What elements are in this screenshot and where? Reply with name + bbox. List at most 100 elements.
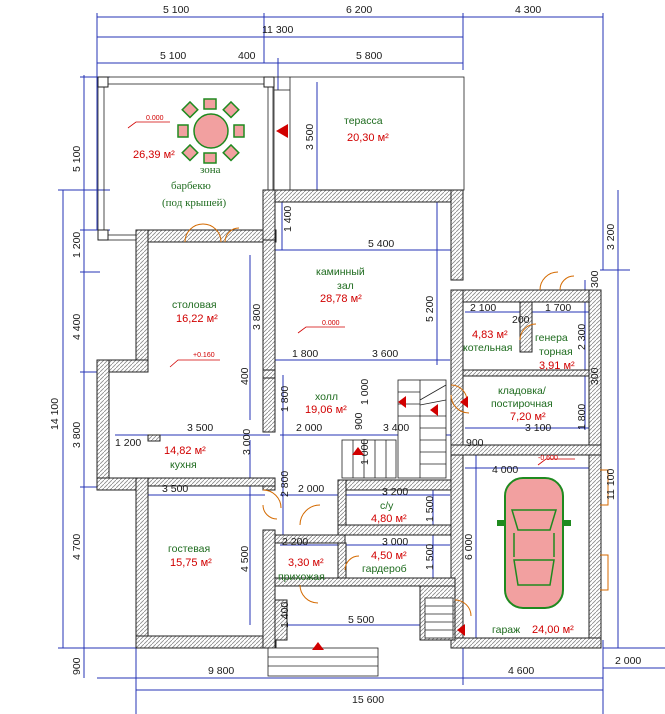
dim-int-7: 200 [512,314,530,326]
dim-int-22: 900 [466,437,484,449]
dim-int-8: 3 800 [251,304,263,330]
dim-left-total: 14 100 [49,398,61,430]
dim-int-3: 5 400 [368,238,394,250]
dim-left-3: 4 400 [71,314,83,340]
dim-int-34: 1 400 [279,602,291,628]
dim-int-23: 4 000 [492,464,518,476]
room-generator-name-2: торная [539,346,573,358]
dim-right-side: 2 000 [615,655,641,667]
dim-int-1: 3 500 [304,124,316,150]
dim-int-10: 3 600 [372,348,398,360]
dim-int-21: 3 100 [525,422,551,434]
level-mark-garage: -0.600 [538,455,558,462]
level-markers: 0.000 0.000 +0.160 -0.600 [127,115,575,466]
room-generator-area: 3,91 м² [539,360,575,372]
room-entry-area: 3,30 м² [288,557,324,569]
dim-int-13: 3 500 [187,422,213,434]
dim-int-27: 1 500 [424,496,436,522]
room-labels: терасса 20,30 м² 26,39 м² зона барбекю (… [133,115,575,636]
dim-int-16: 2 000 [296,422,322,434]
room-wardrobe-name: гардероб [362,563,407,575]
room-fireplace-name-2: зал [337,280,354,292]
room-generator-name-1: генера [535,332,568,344]
dim-int-30: 3 000 [382,536,408,548]
dim-int-18: 1 000 [359,379,371,405]
room-entry-name: прихожая [278,571,325,583]
dim-int-29: 2 200 [282,536,308,548]
dim-int-25: 2 000 [298,483,324,495]
dim-right-inner-3: 300 [589,367,601,385]
dim-int-20: 1 000 [359,439,371,465]
dim-int-2: 1 400 [282,206,294,232]
doors [184,223,609,617]
dim-int-6: 1 700 [545,302,571,314]
dim-int-15: 3 000 [241,429,253,455]
level-mark-fireplace: 0.000 [322,320,340,327]
dim-int-11: 400 [239,367,251,385]
dim-int-31: 1 500 [424,544,436,570]
room-kitchen-area: 14,82 м² [164,445,206,457]
room-pantry-name-2: постирочная [491,398,553,410]
dim-left-5: 4 700 [71,534,83,560]
dim-left-4: 3 800 [71,422,83,448]
dim-int-32: 6 000 [463,534,475,560]
dim-int-28: 3 500 [162,483,188,495]
dim-right-inner-2: 2 300 [576,324,588,350]
dim-top-1: 5 100 [163,4,189,16]
dim-top-terrace: 5 800 [356,50,382,62]
dim-int-26: 3 200 [382,486,408,498]
dim-top-bbq: 5 100 [160,50,186,62]
dim-int-24: 2 800 [279,471,291,497]
dim-top-gap: 400 [238,50,256,62]
room-wc-name: с/у [380,500,394,512]
dimension-lines [58,13,665,714]
room-terrace-area: 20,30 м² [347,132,389,144]
room-dining-area: 16,22 м² [176,313,218,325]
room-hall-name: холл [315,391,338,403]
room-terrace-name: терасса [344,115,383,127]
room-hall-area: 19,06 м² [305,404,347,416]
room-boiler-name: котельная [463,342,512,354]
room-bbq-name-3: (под крышей) [162,197,227,209]
dim-bottom-total: 15 600 [352,694,384,706]
dim-left-6: 900 [71,657,83,675]
level-mark-bbq: 0.000 [146,115,164,122]
room-garage-name: гараж [492,624,520,636]
dim-int-14: 1 200 [115,437,141,449]
walls [96,189,602,649]
room-kitchen-name: кухня [170,459,197,471]
dim-int-17: 3 400 [383,422,409,434]
dim-int-5: 2 100 [470,302,496,314]
room-wardrobe-area: 4,50 м² [371,550,407,562]
room-bbq-name-2: барбекю [171,180,211,192]
dim-right-1: 3 200 [605,224,617,250]
dim-int-9: 1 800 [292,348,318,360]
dim-top-2: 6 200 [346,4,372,16]
bbq-dining-set [177,98,245,164]
room-garage-area: 24,00 м² [532,624,574,636]
room-fireplace-name-1: каминный [316,266,365,278]
dim-top-total: 11 300 [262,24,293,36]
room-wc-area: 4,80 м² [371,513,407,525]
room-pantry-area: 7,20 м² [510,411,546,423]
dim-bottom-1: 9 800 [208,665,234,677]
dim-int-4: 5 200 [424,296,436,322]
dim-int-35: 5 500 [348,614,374,626]
dim-left-1: 5 100 [71,146,83,172]
room-guest-area: 15,75 м² [170,557,212,569]
room-bbq-area: 26,39 м² [133,149,175,161]
dim-right-inner-4: 1 800 [576,404,588,430]
dim-top-3: 4 300 [515,4,541,16]
dim-bottom-2: 4 600 [508,665,534,677]
dim-left-2: 1 200 [71,232,83,258]
room-guest-name: гостевая [168,543,210,555]
room-dining-name: столовая [172,299,217,311]
car-icon [497,477,571,609]
dim-right-2: 11 100 [605,469,617,500]
dim-int-19: 900 [353,412,365,430]
room-fireplace-area: 28,78 м² [320,293,362,305]
terrace-outline [97,76,465,241]
room-pantry-name-1: кладовка/ [498,385,546,397]
level-mark-dining: +0.160 [193,352,215,359]
